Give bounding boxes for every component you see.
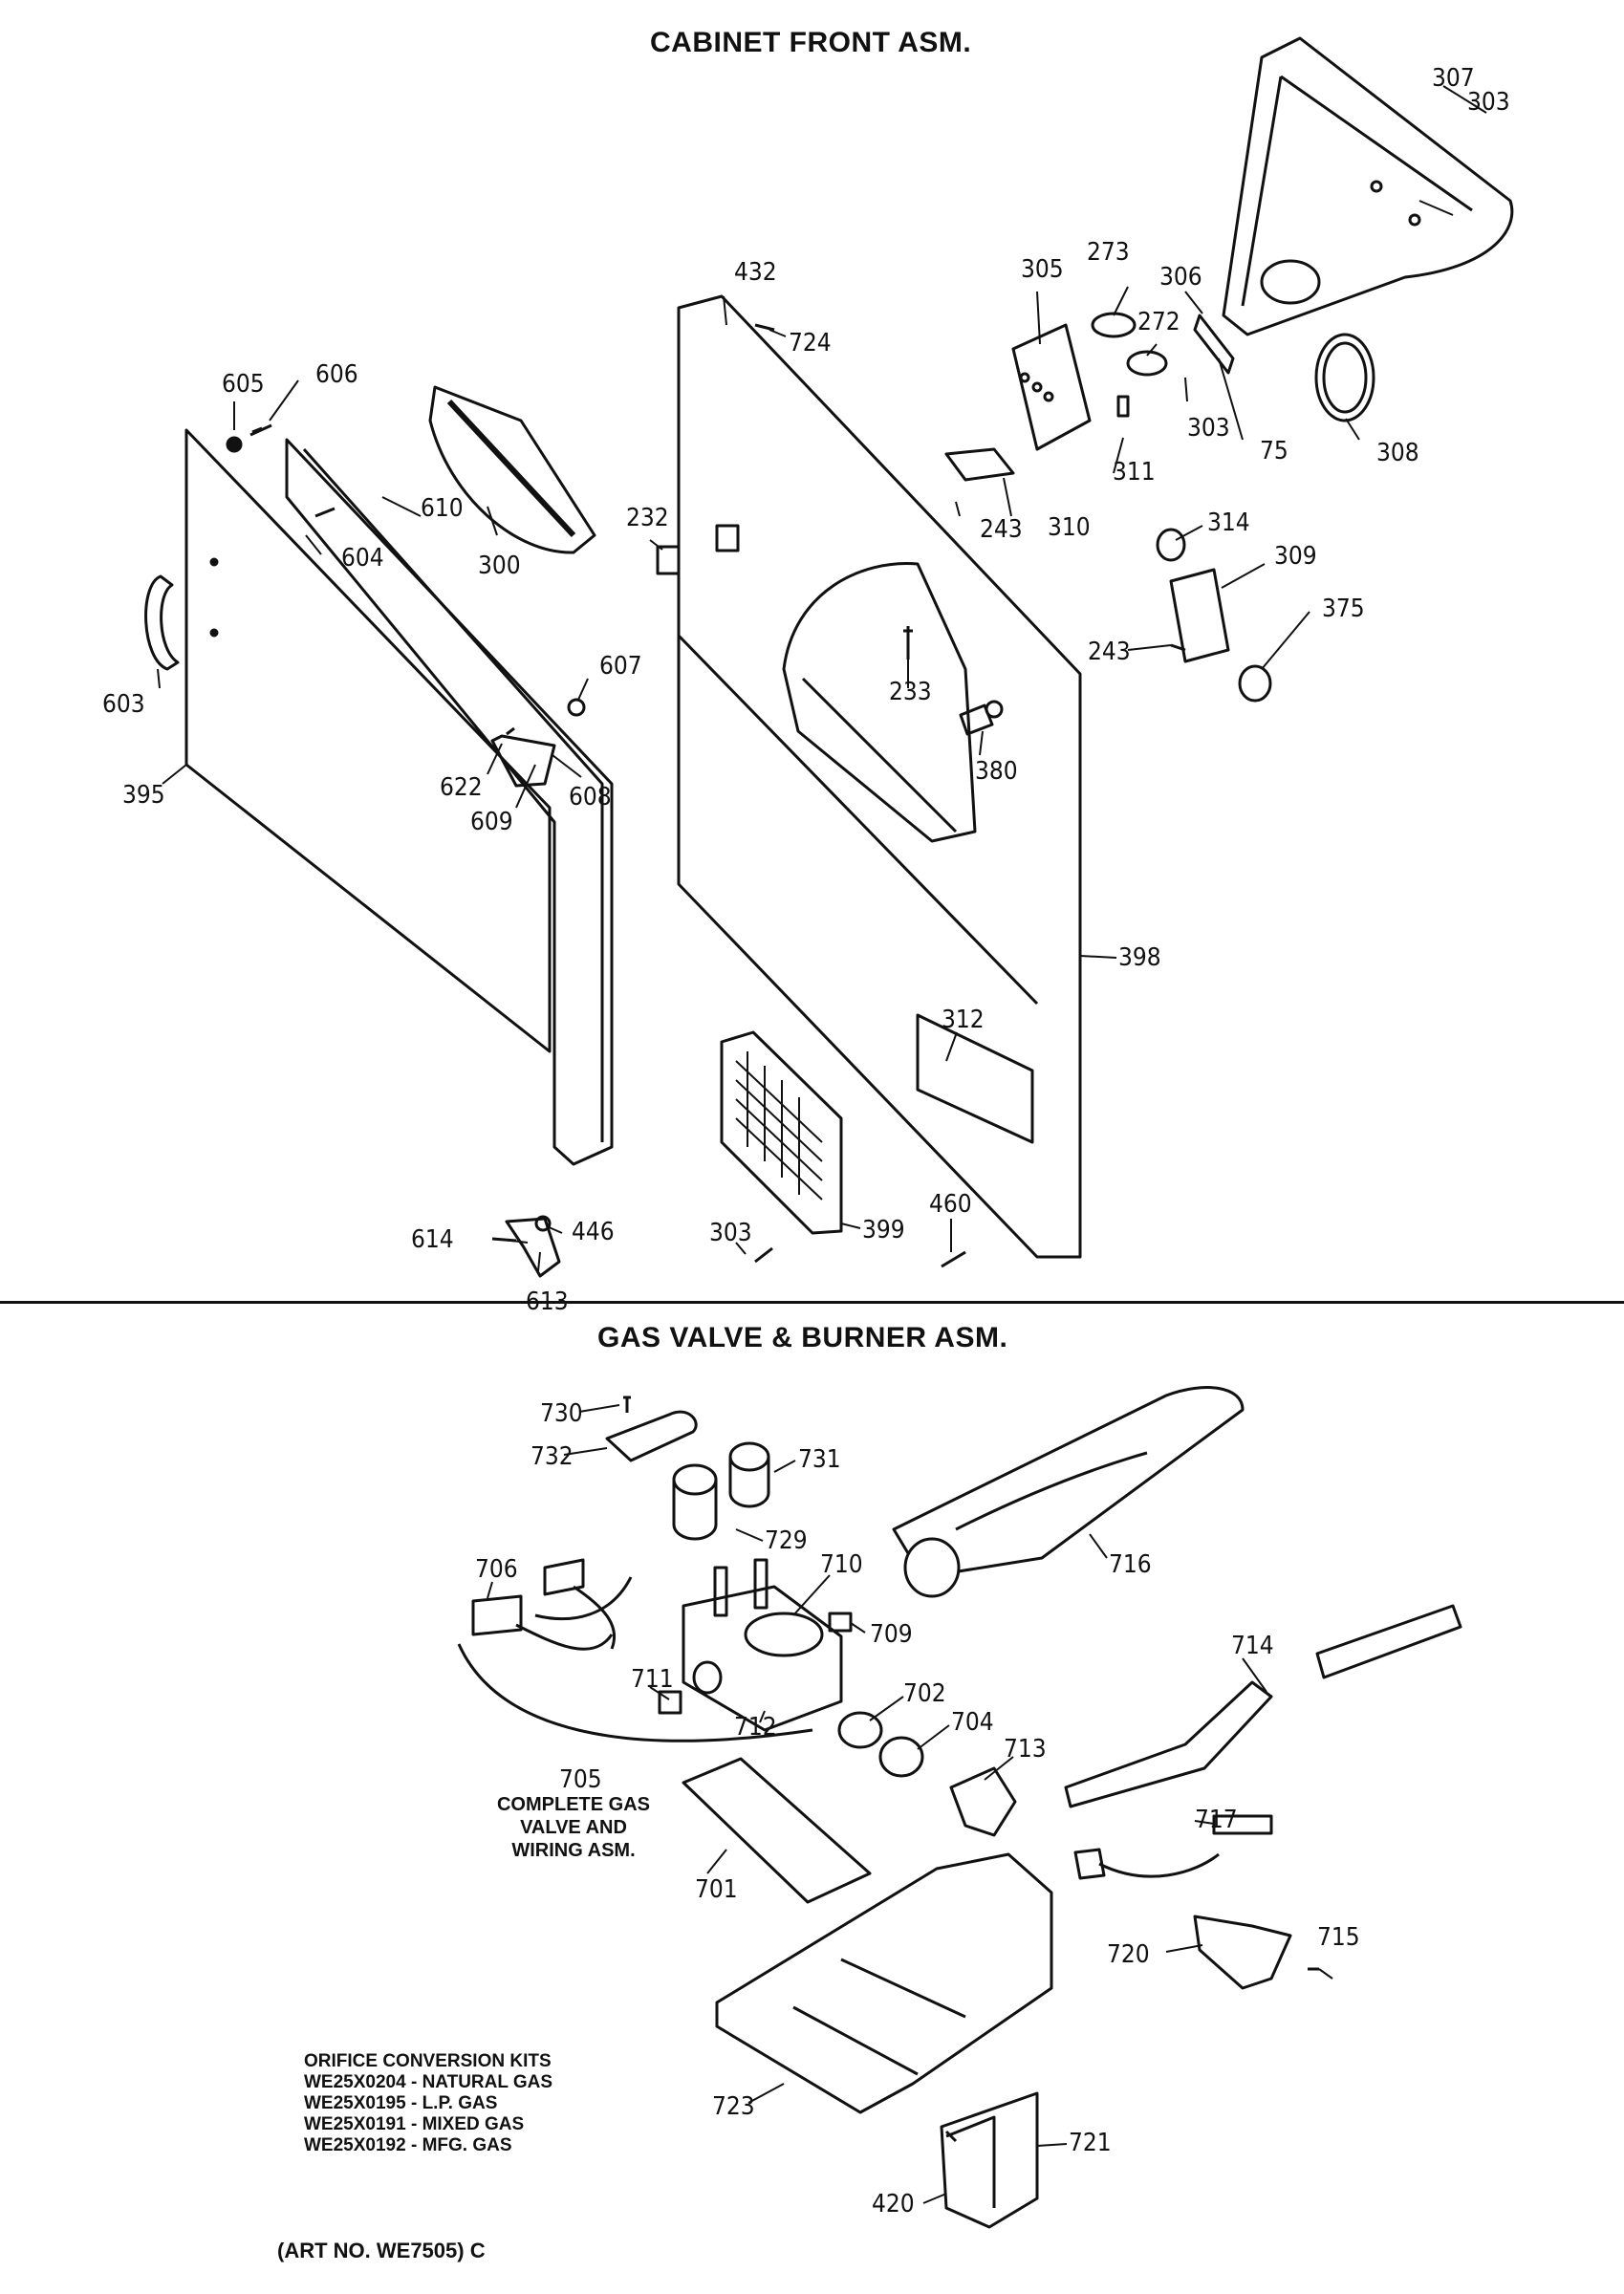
callout-310: 310	[1048, 513, 1091, 542]
callout-303c: 303	[709, 1219, 752, 1247]
callout-labels: 307 303 273 305 306 272 432 724 303 75 3…	[102, 64, 1510, 2218]
burner-base-part	[715, 1852, 1053, 2114]
callout-303b: 303	[1187, 414, 1230, 443]
callout-706: 706	[475, 1555, 518, 1584]
callout-75: 75	[1260, 437, 1288, 465]
callout-714: 714	[1231, 1632, 1274, 1660]
gas-pipe-part	[1064, 1680, 1273, 1808]
callout-713: 713	[1004, 1735, 1047, 1764]
cabinet-front-title: CABINET FRONT ASM.	[650, 27, 972, 58]
front-panel-part	[677, 294, 1082, 1259]
caption-line: VALVE AND	[520, 1817, 627, 1838]
callout-398: 398	[1118, 943, 1161, 972]
callout-721: 721	[1069, 2129, 1112, 2157]
gas-valve-title: GAS VALVE & BURNER ASM.	[597, 1322, 1008, 1353]
callout-724: 724	[789, 329, 832, 357]
callout-723: 723	[712, 2092, 755, 2121]
callout-606: 606	[315, 360, 358, 389]
callout-232: 232	[626, 504, 669, 532]
callout-306: 306	[1159, 263, 1202, 292]
orifice-kit-item: WE25X0191 - MIXED GAS	[304, 2114, 525, 2134]
callout-715: 715	[1317, 1923, 1360, 1952]
callout-716: 716	[1109, 1550, 1152, 1579]
callout-375: 375	[1322, 595, 1365, 623]
callout-705: 705	[559, 1765, 602, 1794]
callout-712: 712	[734, 1713, 777, 1742]
callout-432: 432	[734, 258, 777, 287]
callout-312: 312	[942, 1006, 985, 1034]
callout-300: 300	[478, 552, 521, 580]
callout-446: 446	[572, 1218, 615, 1246]
callout-399: 399	[862, 1216, 905, 1244]
thermostat-bracket-part	[1011, 323, 1092, 451]
leader-lines	[157, 85, 1487, 2204]
callout-380: 380	[975, 757, 1018, 786]
orifice-kits-list: ORIFICE CONVERSION KITS WE25X0204 - NATU…	[304, 2051, 552, 2156]
callout-704: 704	[951, 1708, 994, 1737]
callout-311: 311	[1113, 458, 1156, 487]
caption-line: COMPLETE GAS	[496, 1794, 650, 1815]
callout-307: 307	[1432, 64, 1475, 93]
callout-605: 605	[222, 370, 265, 399]
callout-608: 608	[569, 783, 612, 812]
orifice-kit-item: WE25X0204 - NATURAL GAS	[304, 2072, 553, 2092]
door-handle-part	[144, 574, 180, 671]
callout-420: 420	[872, 2190, 915, 2218]
callout-395: 395	[122, 781, 165, 810]
orifice-kits-heading: ORIFICE CONVERSION KITS	[304, 2051, 552, 2071]
callout-613: 613	[526, 1288, 569, 1316]
callout-622: 622	[440, 773, 483, 802]
valve-bracket-part	[682, 1757, 872, 1904]
callout-607: 607	[599, 652, 642, 681]
callout-717: 717	[1195, 1806, 1238, 1834]
callout-702: 702	[903, 1679, 946, 1708]
art-number: (ART NO. WE7505) C	[277, 2239, 486, 2262]
callout-609: 609	[470, 808, 513, 836]
orifice-kit-item: WE25X0192 - MFG. GAS	[304, 2135, 512, 2155]
door-gasket-part	[285, 438, 614, 1166]
callout-604: 604	[341, 544, 384, 573]
burner-tube-part	[892, 1386, 1245, 1579]
callout-731: 731	[798, 1445, 841, 1474]
callout-701: 701	[695, 1875, 738, 1904]
callout-730: 730	[540, 1399, 583, 1428]
callout-603: 603	[102, 690, 145, 719]
orifice-kit-item: WE25X0195 - L.P. GAS	[304, 2093, 498, 2113]
callout-729: 729	[765, 1526, 808, 1555]
callout-720: 720	[1107, 1940, 1150, 1969]
callout-710: 710	[820, 1550, 863, 1579]
drum-seal-part	[1314, 333, 1375, 422]
door-panel-part	[184, 428, 552, 1053]
callout-610: 610	[421, 494, 464, 523]
callout-314: 314	[1207, 509, 1250, 537]
callout-308: 308	[1376, 439, 1419, 467]
complete-gas-valve-caption: COMPLETE GAS VALVE AND WIRING ASM.	[473, 1793, 674, 1862]
callout-273: 273	[1087, 238, 1130, 267]
callout-305: 305	[1021, 255, 1064, 284]
callout-233: 233	[889, 678, 932, 706]
section-divider	[0, 1301, 1624, 1304]
callout-732: 732	[531, 1442, 574, 1471]
callout-303: 303	[1467, 88, 1510, 117]
caption-line: WIRING ASM.	[511, 1840, 636, 1861]
callout-243: 243	[980, 515, 1023, 544]
callout-272: 272	[1137, 308, 1180, 336]
callout-309: 309	[1274, 542, 1317, 571]
callout-243b: 243	[1088, 638, 1131, 666]
callout-709: 709	[870, 1620, 913, 1649]
gas-valve-part	[682, 1585, 843, 1732]
callout-614: 614	[411, 1225, 454, 1254]
callout-460: 460	[929, 1190, 972, 1219]
callout-711: 711	[631, 1665, 674, 1694]
